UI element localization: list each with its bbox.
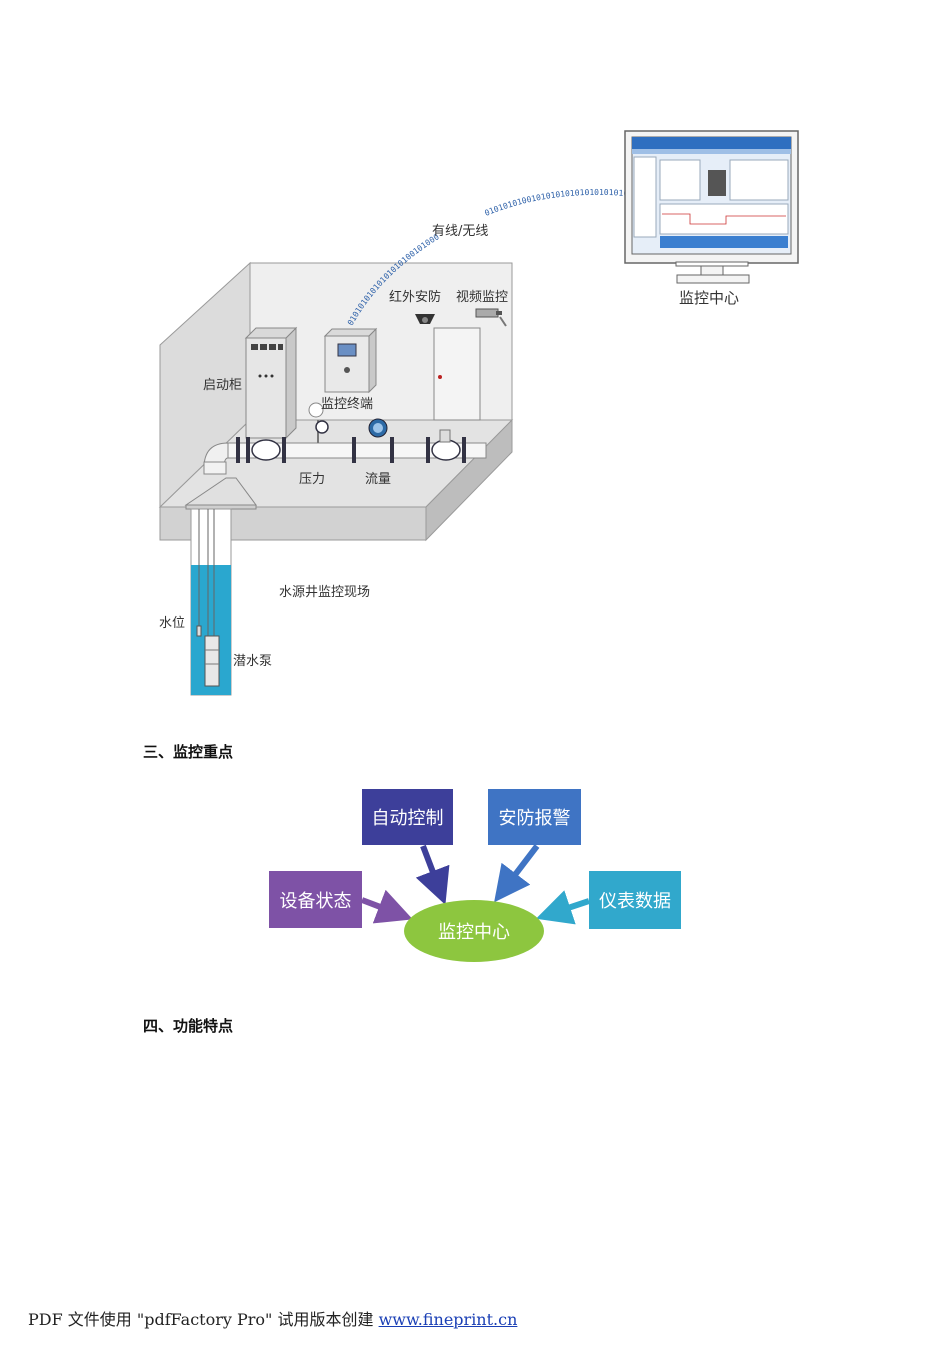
flow-label: 流量	[365, 472, 392, 487]
arrow-device-status	[360, 889, 413, 924]
pump-label: 潜水泵	[233, 654, 273, 669]
well-shaft	[190, 508, 232, 696]
security-alarm-box: 安防报警	[488, 789, 581, 845]
footer-text: PDF 文件使用 "pdfFactory Pro" 试用版本创建	[28, 1310, 379, 1329]
monitor-screen	[624, 130, 799, 284]
terminal-label: 监控终端	[321, 397, 374, 412]
center-ellipse	[404, 900, 544, 962]
center-label: 监控中心	[438, 922, 510, 943]
infrared-label: 红外安防	[389, 290, 442, 305]
monitoring-scene-illustration: 0101010101010101010010100010101010 01010…	[150, 120, 799, 696]
cabinet-label: 启动柜	[203, 378, 243, 393]
video-camera	[475, 308, 507, 327]
meter-data-box: 仪表数据	[589, 871, 681, 929]
pdf-footer: PDF 文件使用 "pdfFactory Pro" 试用版本创建 www.fin…	[28, 1306, 517, 1330]
monitor-center-label: 监控中心	[679, 289, 740, 307]
start-cabinet	[244, 326, 298, 440]
arrow-meter-data	[535, 890, 590, 925]
section-3-heading: 三、监控重点	[143, 743, 234, 761]
link-label: 有线/无线	[432, 224, 489, 239]
video-label: 视频监控	[456, 290, 509, 305]
binary-stream-top: 0101010100101010101010101010101010	[150, 120, 629, 218]
site-label: 水源井监控现场	[279, 585, 371, 600]
arrow-security-alarm	[494, 844, 540, 903]
door	[433, 327, 481, 421]
monitoring-terminal	[323, 327, 378, 394]
footer-link[interactable]: www.fineprint.cn	[378, 1310, 518, 1329]
infrared-sensor	[415, 314, 435, 324]
pressure-label: 压力	[299, 472, 326, 487]
arrow-auto-control	[415, 844, 450, 905]
pipeline	[203, 402, 487, 475]
focus-diagram-arrows	[360, 844, 590, 962]
water-level-label: 水位	[159, 616, 186, 631]
section-4-heading: 四、功能特点	[143, 1017, 234, 1035]
device-status-box: 设备状态	[269, 871, 362, 928]
auto-control-box: 自动控制	[362, 789, 453, 845]
